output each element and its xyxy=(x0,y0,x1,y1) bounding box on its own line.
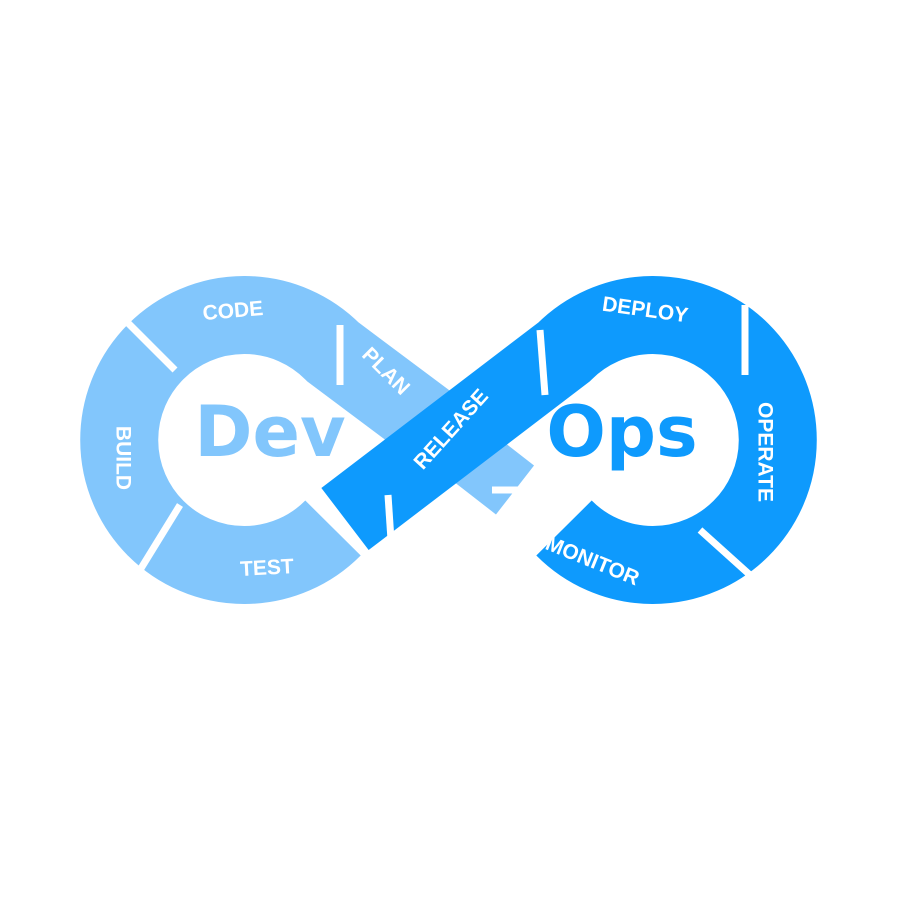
stage-test: TEST xyxy=(240,555,295,581)
stage-build: BUILD xyxy=(111,426,134,490)
dev-loop xyxy=(80,276,464,604)
ops-title: Ops xyxy=(546,391,697,473)
segment-separators xyxy=(117,305,753,578)
dev-title: Dev xyxy=(194,391,345,473)
ops-loop xyxy=(321,276,817,604)
stage-code: CODE xyxy=(202,297,264,325)
stage-operate: OPERATE xyxy=(753,402,776,502)
